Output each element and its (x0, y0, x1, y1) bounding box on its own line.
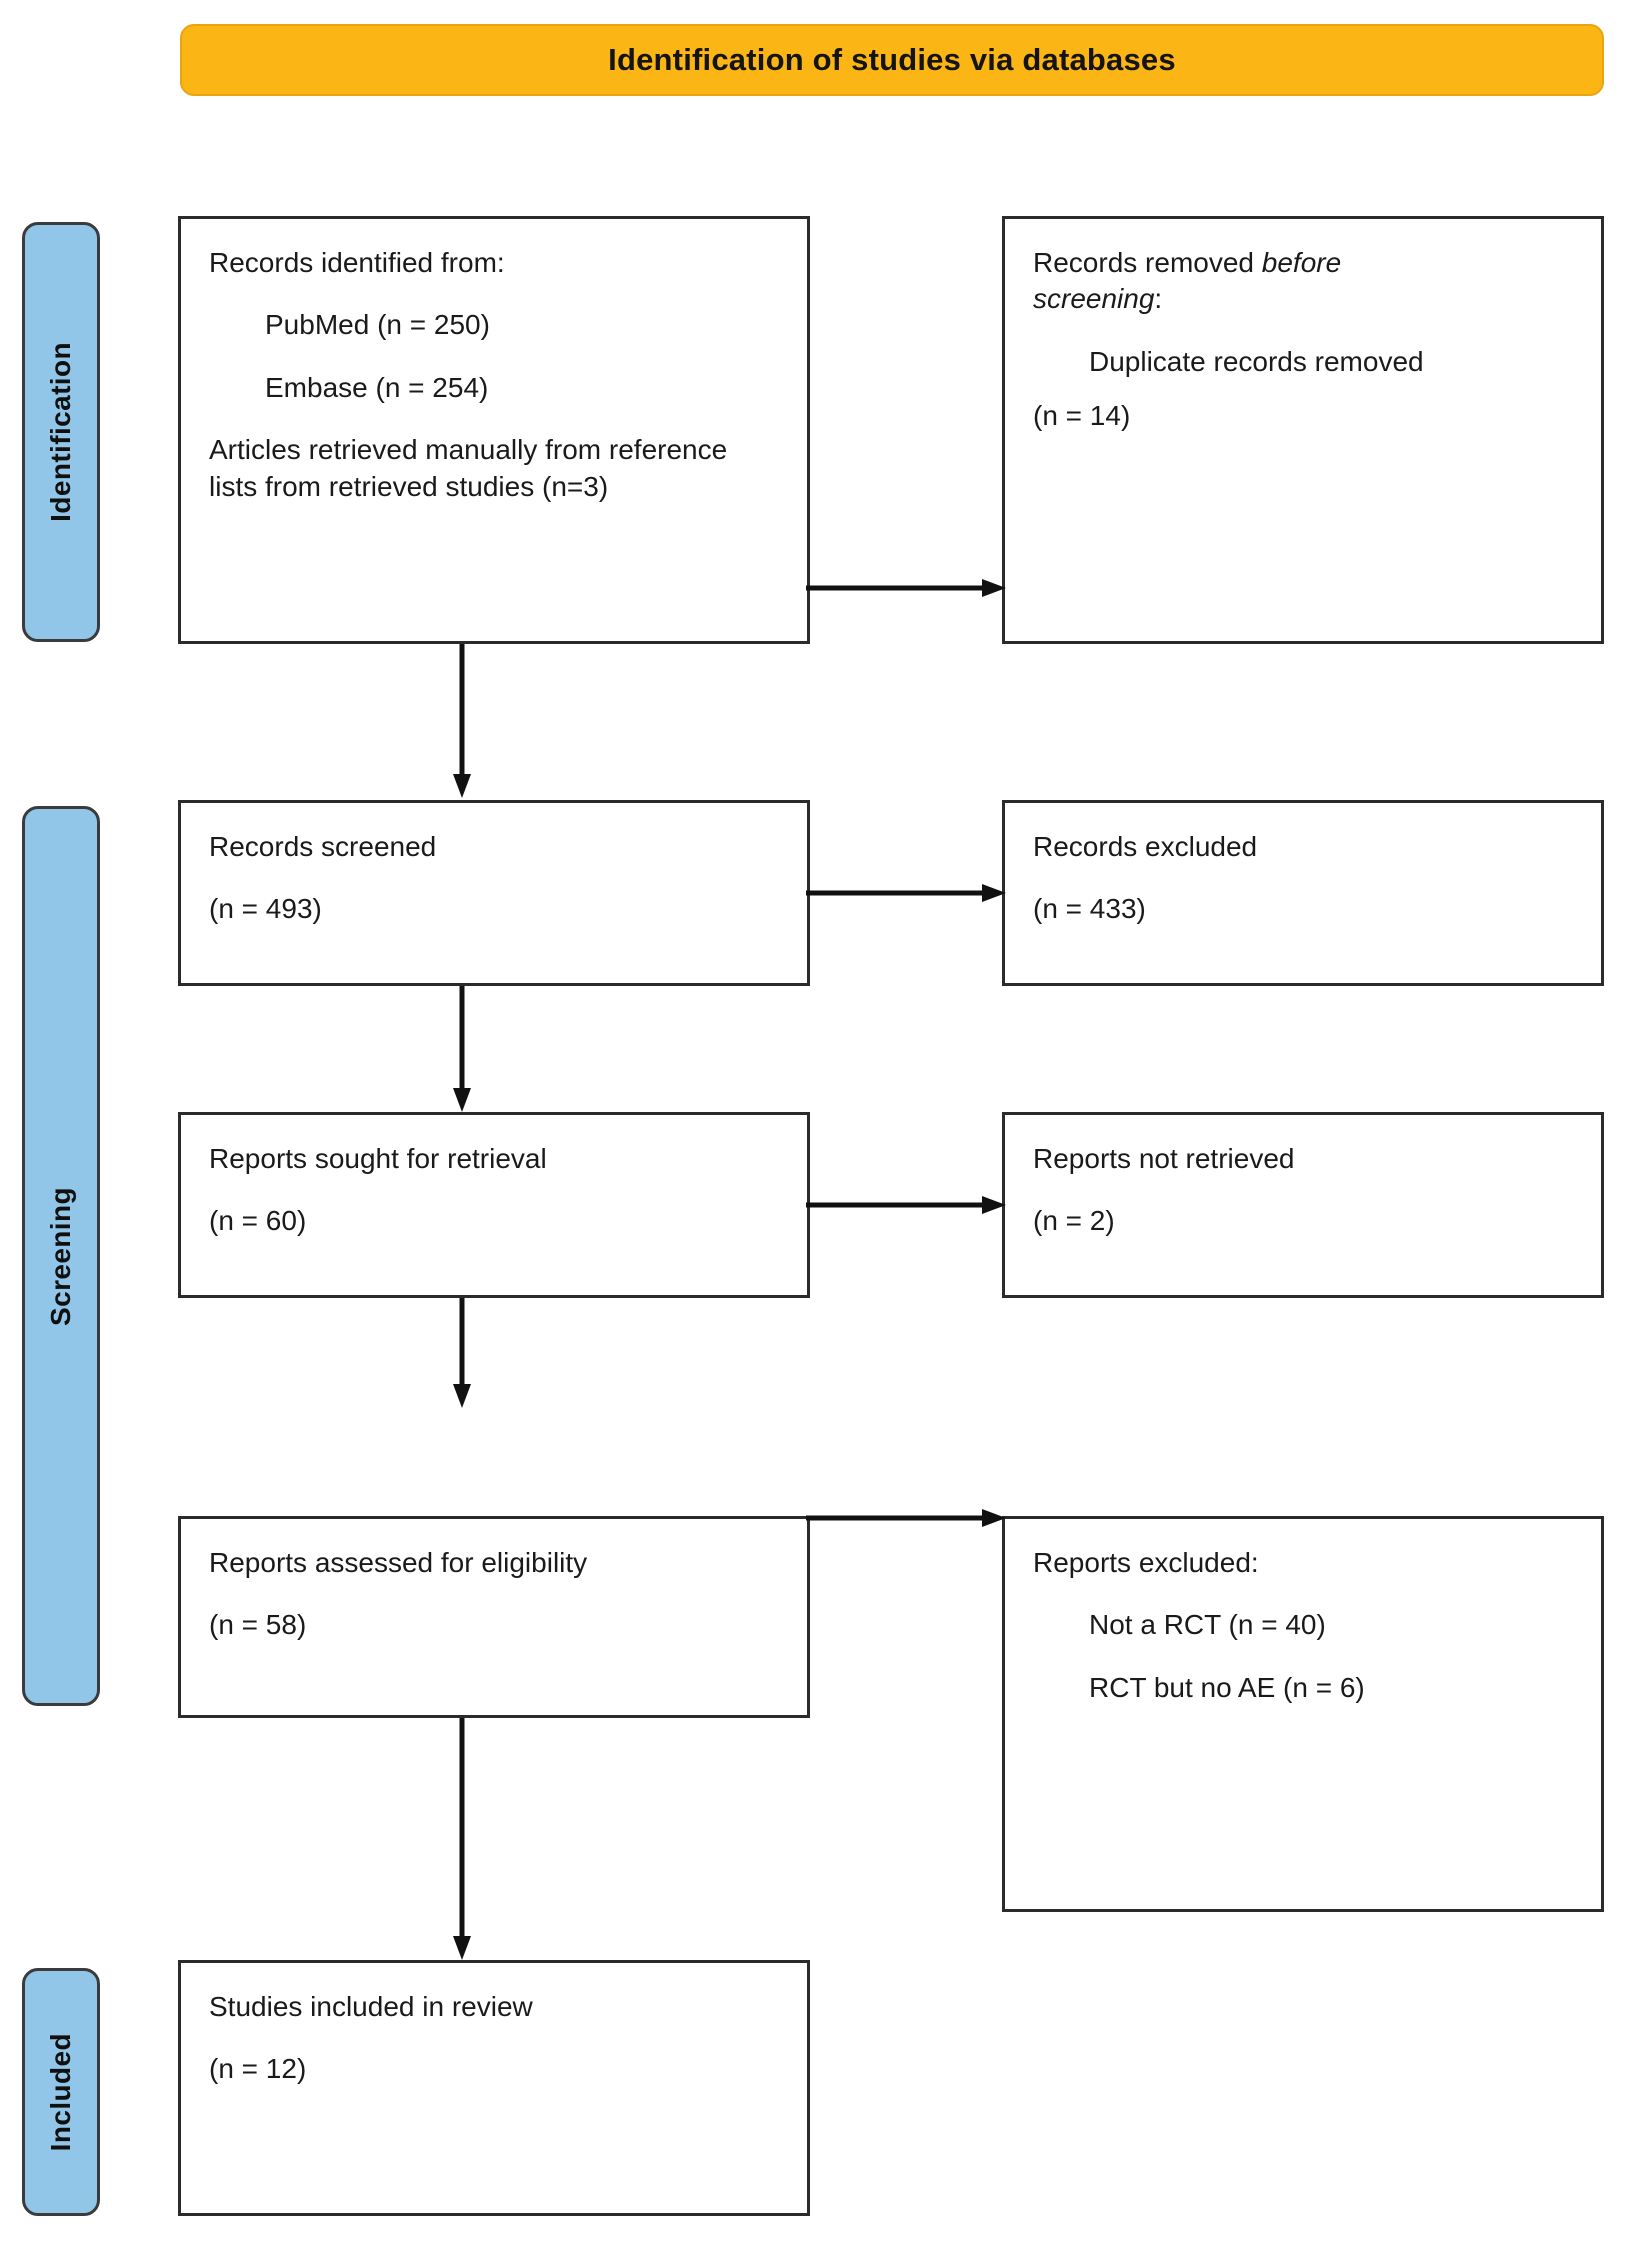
records-screened-label: Records screened (209, 831, 437, 862)
studies-included-label: Studies included in review (209, 1991, 533, 2022)
reports-excluded-heading: Reports excluded: (1033, 1547, 1259, 1578)
stage-sidebar-included: Included (22, 1968, 100, 2216)
header-banner: Identification of studies via databases (180, 24, 1604, 96)
node-reports-excluded: Reports excluded: Not a RCT (n = 40) RCT… (1002, 1516, 1604, 1912)
records-excluded-count: (n = 433) (1033, 893, 1146, 925)
records-removed-heading-plain: Records removed (1033, 247, 1262, 278)
arrow-assessed-to-reports-excluded (806, 1508, 1010, 1528)
page-title: Identification of studies via databases (608, 42, 1176, 77)
records-removed-heading-colon: : (1154, 283, 1163, 315)
records-removed-heading: Records removed before screening: (1033, 245, 1573, 318)
arrow-screened-to-sought (452, 986, 472, 1116)
arrow-sought-to-not-retrieved (806, 1195, 1010, 1215)
node-records-excluded: Records excluded (n = 433) (1002, 800, 1604, 986)
arrow-sought-to-assessed (452, 1298, 472, 1412)
records-identified-pubmed: PubMed (n = 250) (265, 309, 490, 341)
records-removed-heading-italic-screening: screening (1033, 283, 1155, 315)
arrow-assessed-to-included (452, 1718, 472, 1964)
node-records-screened: Records screened (n = 493) (178, 800, 810, 986)
node-studies-included: Studies included in review (n = 12) (178, 1960, 810, 2216)
node-reports-not-retrieved: Reports not retrieved (n = 2) (1002, 1112, 1604, 1298)
reports-excluded-reason-not-rct: Not a RCT (n = 40) (1089, 1609, 1326, 1641)
reports-excluded-reason-no-ae: RCT but no AE (n = 6) (1089, 1671, 1365, 1703)
arrow-identified-to-removed (806, 578, 1010, 598)
records-excluded-label: Records excluded (1033, 831, 1258, 862)
stage-sidebar-screening: Screening (22, 806, 100, 1706)
records-identified-heading: Records identified from: (209, 247, 505, 278)
stage-label-screening: Screening (45, 1186, 76, 1326)
node-records-removed: Records removed before screening: Duplica… (1002, 216, 1604, 644)
stage-sidebar-identification: Identification (22, 222, 100, 642)
reports-not-retrieved-count: (n = 2) (1033, 1205, 1115, 1237)
records-removed-heading-italic-before: before (1261, 247, 1342, 278)
reports-sought-count: (n = 60) (209, 1205, 307, 1237)
arrow-screened-to-excluded (806, 883, 1010, 903)
studies-included-count: (n = 12) (209, 2053, 307, 2085)
records-identified-manual: Articles retrieved manually from referen… (209, 434, 728, 502)
node-reports-sought: Reports sought for retrieval (n = 60) (178, 1112, 810, 1298)
stage-label-identification: Identification (45, 342, 76, 522)
duplicate-records-label: Duplicate records removed (1089, 345, 1424, 377)
records-screened-count: (n = 493) (209, 893, 322, 925)
reports-sought-label: Reports sought for retrieval (209, 1143, 547, 1174)
reports-assessed-count: (n = 58) (209, 1609, 307, 1641)
arrow-identified-to-screened (452, 644, 472, 802)
records-identified-embase: Embase (n = 254) (265, 371, 489, 403)
stage-label-included: Included (45, 2032, 76, 2152)
duplicate-records-count: (n = 14) (1033, 400, 1131, 432)
node-reports-assessed: Reports assessed for eligibility (n = 58… (178, 1516, 810, 1718)
node-records-identified: Records identified from: PubMed (n = 250… (178, 216, 810, 644)
reports-not-retrieved-label: Reports not retrieved (1033, 1143, 1295, 1174)
reports-assessed-label: Reports assessed for eligibility (209, 1547, 588, 1578)
